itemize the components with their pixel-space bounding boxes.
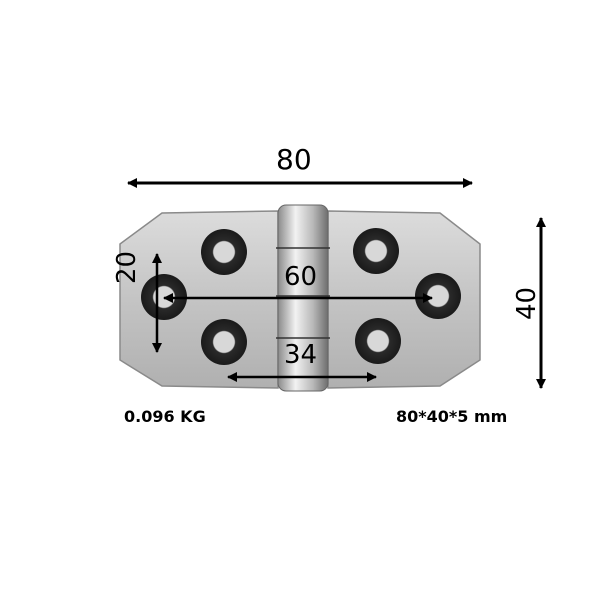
length-dimension-label: 80 <box>276 143 312 176</box>
hole-spacing-vertical-label: 20 <box>112 250 142 284</box>
knuckle-span-label: 34 <box>284 340 318 370</box>
hole-spacing-horizontal-label: 60 <box>284 262 318 292</box>
weight-label: 0.096 KG <box>124 407 206 426</box>
size-label: 80*40*5 mm <box>396 407 508 426</box>
width-dimension-label: 40 <box>512 286 542 320</box>
